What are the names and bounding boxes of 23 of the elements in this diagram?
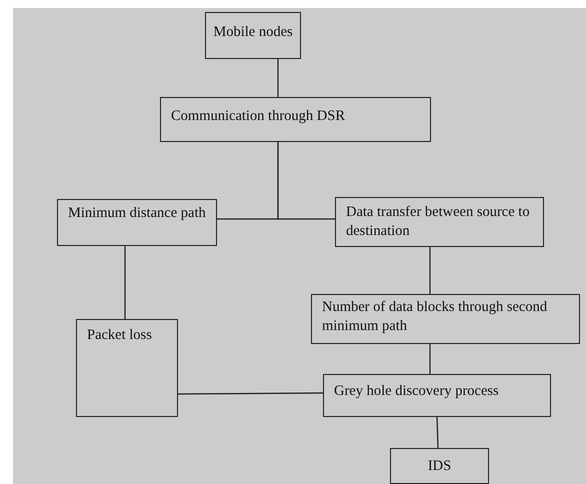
connector-line <box>277 142 335 220</box>
box-text: Mobile nodes <box>212 23 294 42</box>
process-box <box>390 448 489 484</box>
connector-line <box>178 392 323 395</box>
connector-line <box>124 246 126 319</box>
process-box <box>160 97 431 142</box>
box-text: Minimum distance path <box>68 204 207 223</box>
connector-line <box>277 59 279 97</box>
box-text: Grey hole discovery process <box>334 382 500 401</box>
process-box <box>311 294 580 344</box>
box-text: Packet loss <box>87 326 153 345</box>
process-box <box>205 12 301 59</box>
process-box <box>76 319 178 417</box>
process-box <box>323 374 551 417</box>
connector-line <box>436 416 439 448</box>
process-box <box>335 197 544 247</box>
box-text: Number of data blocks through second minimum path <box>322 298 548 336</box>
box-text: Communication through DSR <box>171 107 346 126</box>
process-box <box>57 199 217 246</box>
box-text: Data transfer between source to destination <box>346 203 531 241</box>
connector-line <box>429 247 431 294</box>
connector-line <box>429 344 431 374</box>
box-text: IDS <box>426 457 452 476</box>
